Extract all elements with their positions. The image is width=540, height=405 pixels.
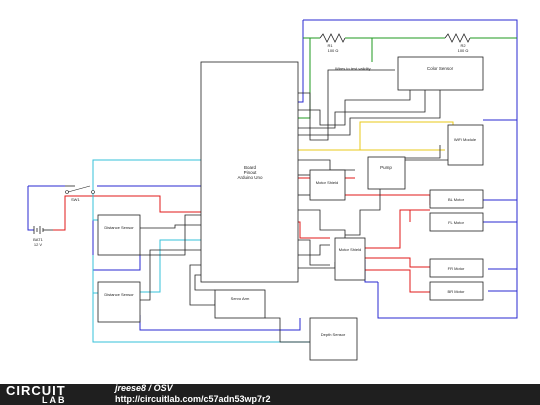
author-name[interactable]: jreese8 [115, 383, 147, 393]
depth-sensor[interactable]: Depth Sensor [309, 317, 358, 361]
resistor-r1[interactable]: R1 100 Ω [319, 33, 346, 53]
distance-sensor-bottom[interactable]: Distance Sensor [97, 281, 141, 323]
motor-shield-top[interactable]: Motor Shield [309, 169, 346, 201]
depth-sensor-label: Depth Sensor [321, 332, 346, 337]
servo-arm-label: Servo Arm [231, 296, 250, 301]
resistor-r2-value: 100 Ω [458, 48, 469, 53]
circuit-url[interactable]: http://circuitlab.com/c57adn53wp7r2 [115, 394, 271, 404]
motor-bl-label: BL Motor [448, 197, 465, 202]
motor-shield-bottom[interactable]: Motor Shield [334, 237, 366, 281]
wires-note-label: Wires to test validity [335, 66, 371, 71]
motor-shield-top-label: Motor Shield [316, 180, 338, 185]
color-sensor-label: Color Sensor [427, 66, 454, 71]
logo-top: CIRCUIT [6, 383, 66, 398]
board-line3: Arduino Uno [237, 175, 263, 180]
motor-br-label: BR Motor [448, 289, 466, 294]
circuitlab-logo[interactable]: CIRCUIT LAB [2, 384, 90, 405]
circuit-title: OSV [153, 383, 173, 393]
resistor-r1-name: R1 [327, 43, 333, 48]
author-title: jreese8 / OSV [115, 383, 173, 393]
title-separator: / [148, 383, 154, 393]
motor-bl[interactable]: BL Motor [429, 189, 484, 209]
motor-br[interactable]: BR Motor [429, 281, 484, 301]
battery-value: 12 V [34, 242, 43, 247]
resistor-r2[interactable]: R2 100 Ω [444, 33, 471, 53]
resistor-r2-name: R2 [460, 43, 466, 48]
motor-fl-label: FL Motor [448, 220, 465, 225]
servo-arm[interactable]: Servo Arm [214, 289, 266, 319]
wifi-module-label: WiFi Module [454, 137, 477, 142]
motor-fr[interactable]: FR Motor [429, 258, 484, 278]
distance-sensor-bottom-label: Distance Sensor [104, 292, 134, 297]
arduino-board[interactable]: Board Pinout Arduino Uno [200, 61, 299, 283]
motor-shield-bottom-label: Motor Shield [339, 247, 361, 252]
footer-bar: CIRCUIT LAB jreese8 / OSV http://circuit… [0, 383, 540, 405]
distance-sensor-top[interactable]: Distance Sensor [97, 214, 141, 256]
wifi-module[interactable]: WiFi Module [447, 124, 484, 166]
battery-name: BAT1 [33, 237, 43, 242]
board-line2: Pinout [244, 170, 258, 175]
distance-sensor-top-label: Distance Sensor [104, 225, 134, 230]
motor-fr-label: FR Motor [448, 266, 465, 271]
switch-sw1-label: SW1 [71, 197, 80, 202]
battery-bat1[interactable]: BAT1 12 V [33, 226, 53, 247]
color-sensor[interactable]: Color Sensor [397, 56, 484, 91]
switch-sw1[interactable]: SW1 [65, 185, 95, 202]
resistor-r1-value: 100 Ω [328, 48, 339, 53]
logo-bottom: LAB [42, 395, 67, 405]
schematic-canvas: R1 100 Ω R2 100 Ω Wires to test validity… [27, 19, 518, 361]
pump-label: Pump [380, 165, 392, 170]
pump[interactable]: Pump [367, 156, 406, 190]
motor-fl[interactable]: FL Motor [429, 212, 484, 232]
board-title: Board [244, 165, 257, 170]
